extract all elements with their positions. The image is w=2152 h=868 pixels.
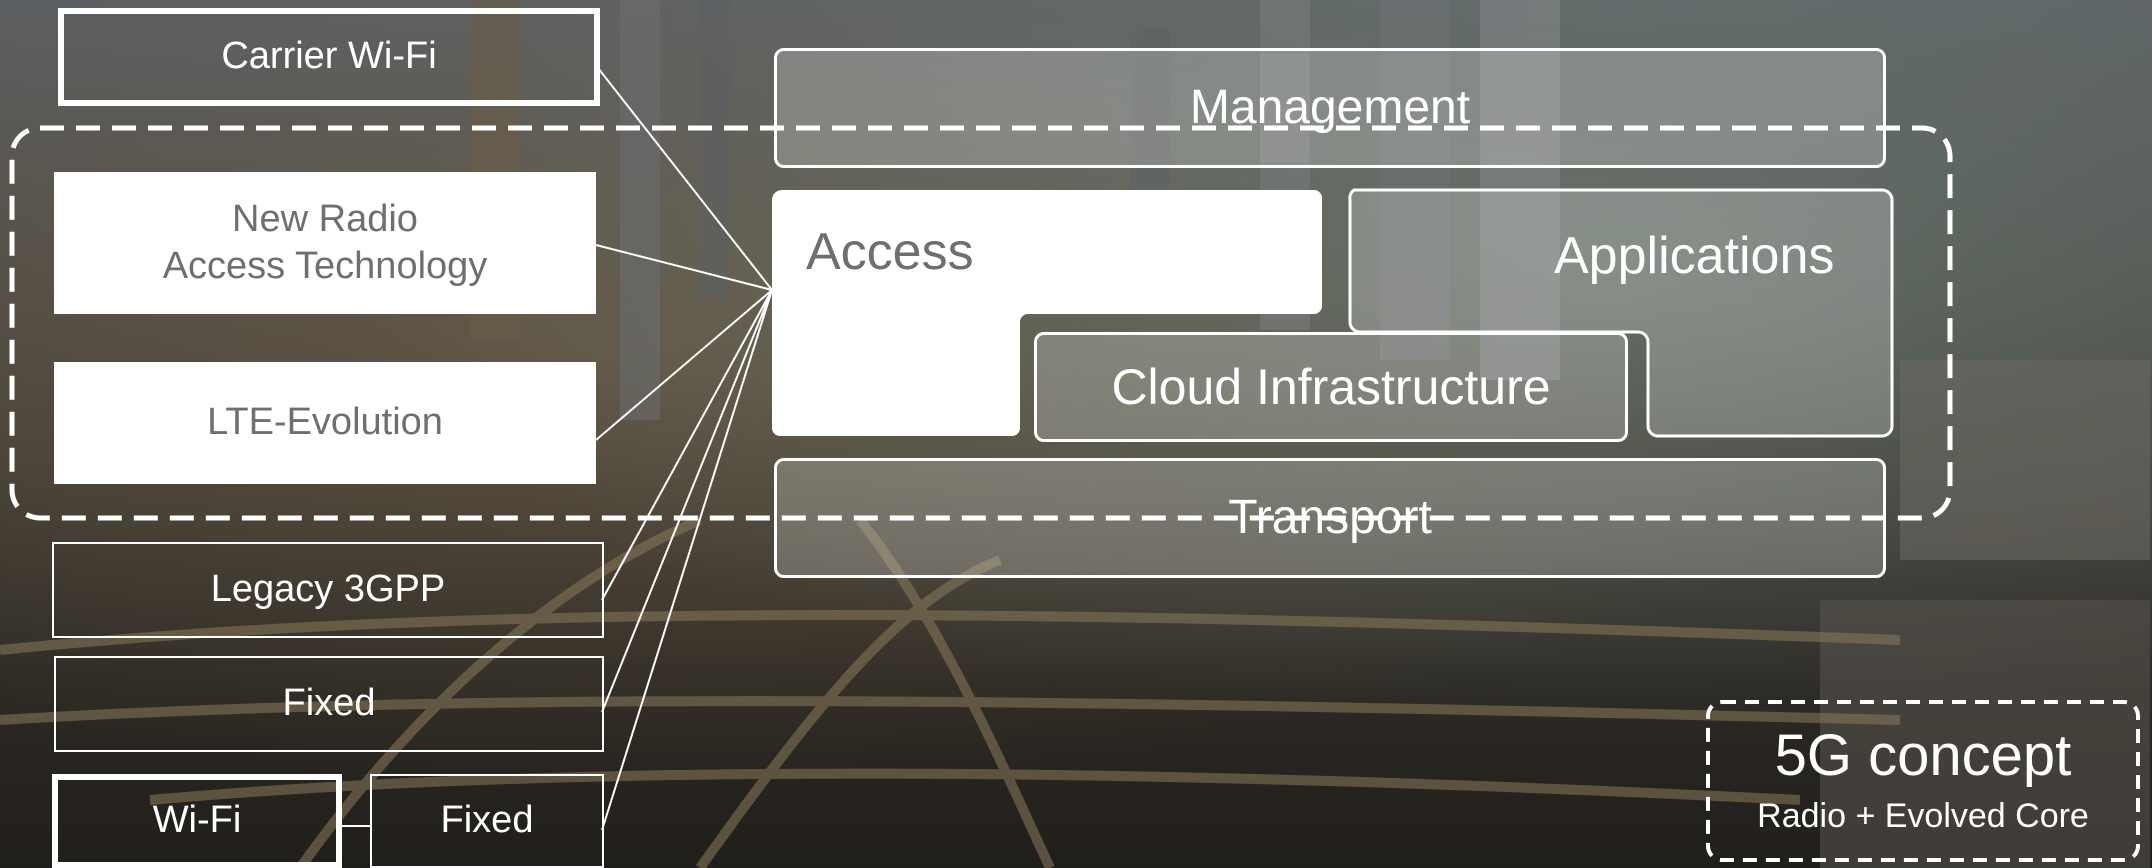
wifi-label: Wi-Fi (152, 799, 242, 842)
transport-box: Transport (774, 458, 1886, 578)
applications-shape (1348, 188, 1894, 438)
carrier-wifi-box: Carrier Wi-Fi (58, 8, 600, 106)
new-radio-label: New Radio Access Technology (162, 197, 488, 288)
cloud-infrastructure-box: Cloud Infrastructure (1034, 332, 1628, 442)
fixed-label-2: Fixed (440, 799, 534, 842)
concept-title: 5G concept (1774, 723, 2072, 789)
lte-evolution-label: LTE-Evolution (207, 401, 443, 444)
connector-carrier-wifi (597, 67, 773, 291)
connector-fixed-1 (601, 289, 773, 713)
fixed-box-2: Fixed (370, 774, 604, 868)
concept-legend-border (1706, 700, 2140, 862)
applications-label: Applications (1554, 227, 1835, 285)
access-label: Access (806, 223, 974, 281)
management-box: Management (774, 48, 1886, 168)
connector-lines (340, 67, 773, 831)
connector-new-radio (595, 244, 773, 291)
new-radio-box: New Radio Access Technology (54, 172, 596, 314)
management-label: Management (1189, 81, 1471, 134)
legacy-3gpp-box: Legacy 3GPP (52, 542, 604, 638)
fixed-box-1: Fixed (54, 656, 604, 752)
lte-evolution-box: LTE-Evolution (54, 362, 596, 484)
access-shape (772, 190, 1322, 436)
cloud-infrastructure-label: Cloud Infrastructure (1111, 358, 1551, 415)
carrier-wifi-label: Carrier Wi-Fi (221, 35, 437, 78)
wifi-box: Wi-Fi (52, 774, 342, 868)
background-roads (0, 515, 1901, 868)
connector-legacy-3gpp (601, 289, 773, 601)
connector-fixed-2 (601, 289, 773, 831)
concept-legend: 5G concept Radio + Evolved Core (1712, 712, 2134, 852)
radio-scope-boundary (9, 125, 1953, 521)
concept-subtitle: Radio + Evolved Core (1757, 797, 2089, 836)
transport-label: Transport (1228, 491, 1432, 544)
legacy-3gpp-label: Legacy 3GPP (210, 568, 446, 611)
connector-lte-evolution (595, 289, 773, 441)
fixed-label-1: Fixed (282, 682, 376, 725)
